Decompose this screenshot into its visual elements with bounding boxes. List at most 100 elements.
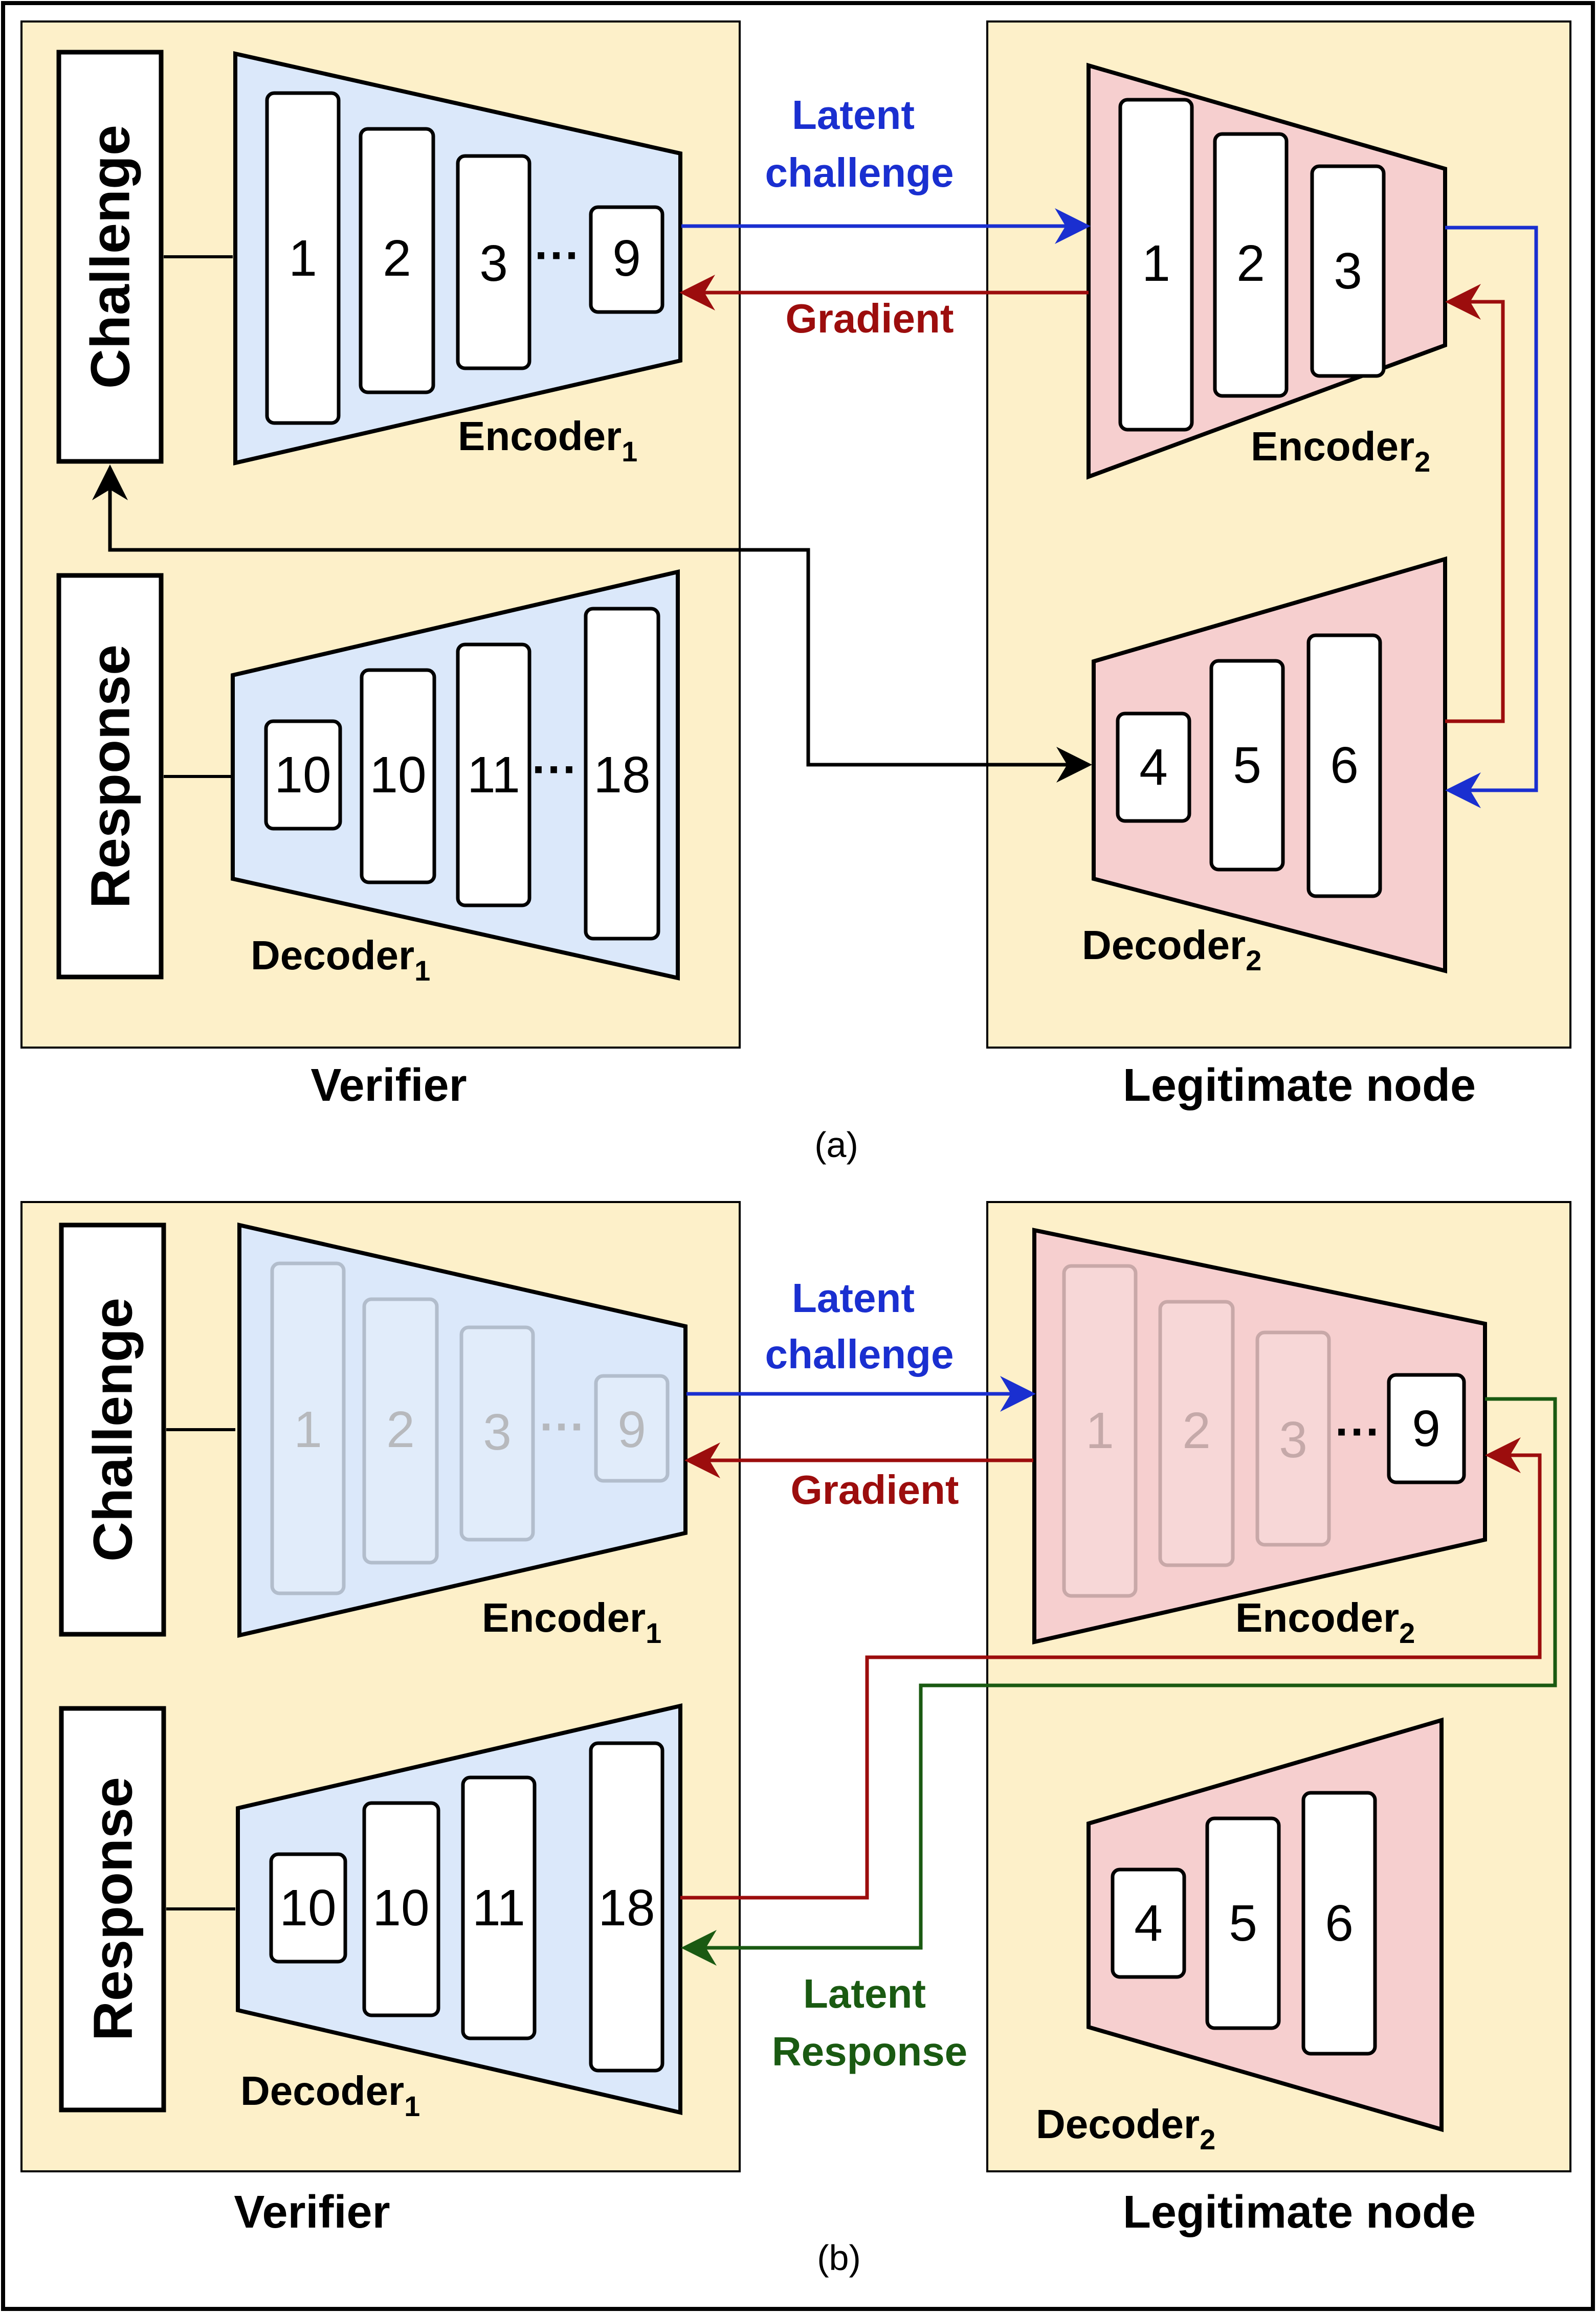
enc1-layer-2-b — [362, 1297, 439, 1565]
dec2-layer-3-b — [1301, 1791, 1377, 2056]
response-label-b: Response — [82, 1777, 144, 2041]
enc1-layer-3-label-a: 3 — [479, 235, 508, 292]
dec2-to-enc2-gradient-a — [1445, 284, 1505, 723]
dec1-layer-4-label-a: 18 — [593, 746, 650, 804]
enc2-layer-2-b — [1158, 1300, 1235, 1567]
challenge-box-b — [59, 1222, 166, 1637]
gradient-label-a: Gradient — [786, 296, 954, 341]
enc2-layer-1-label-b: 1 — [1085, 1402, 1114, 1459]
gradient-label-b: Gradient — [791, 1467, 959, 1513]
enc2-layer-3-b — [1255, 1330, 1331, 1547]
enc1-layer-9-label-b: 9 — [617, 1401, 646, 1458]
enc1-layer-1-a — [265, 91, 341, 425]
dec1-to-enc2-gradient-b — [680, 1437, 1542, 1900]
encoder1-shape-b — [237, 1222, 688, 1638]
encoder2-label-a: Encoder2 — [1251, 424, 1430, 478]
enc1-faded-layers-b — [270, 1261, 670, 1595]
enc1-ellipsis-a: ··· — [535, 230, 581, 281]
dec1-layer-2-b — [362, 1801, 440, 2017]
dec2-layer-2-a — [1209, 659, 1285, 872]
latent-response-label-2-b: Response — [772, 2029, 967, 2074]
caption-b: (b) — [817, 2238, 861, 2278]
enc1-layer-1-label-a: 1 — [289, 230, 317, 287]
decoder1-label-b: Decoder1 — [240, 2068, 420, 2122]
enc2-layer-2-label-b: 2 — [1182, 1402, 1211, 1459]
response-box-b — [59, 1706, 166, 2113]
panel-a: Challenge Response 1 2 3 ··· 9 Encoder1 … — [20, 20, 1571, 1165]
enc2-layer-9-b — [1387, 1373, 1466, 1484]
enc1-layer-3-a — [456, 154, 531, 370]
enc2-layer-9-label-b: 9 — [1412, 1400, 1440, 1457]
decoder2-label-b: Decoder2 — [1036, 2101, 1215, 2155]
dec1-layer-4-b — [589, 1741, 664, 2073]
dec1-layer-4-label-b: 18 — [598, 1879, 655, 1937]
dec1-layer-4-a — [584, 607, 660, 941]
encoder2-label-b: Encoder2 — [1235, 1595, 1415, 1649]
enc2-to-dec2-arrow-a — [1445, 226, 1538, 808]
dec2-layer-3-label-a: 6 — [1330, 737, 1359, 794]
dec1-ellipsis-a: ··· — [532, 744, 578, 795]
challenge-to-dec2-arrow-a — [92, 464, 1089, 767]
dec2-layer-2-b — [1205, 1816, 1281, 2030]
latent-label-a: Latent — [792, 92, 915, 138]
encoder1-label-b: Encoder1 — [482, 1595, 661, 1649]
dec1-layer-2-label-b: 10 — [372, 1879, 429, 1937]
enc1-layer-1-label-b: 1 — [294, 1401, 322, 1458]
enc2-layer-1-a — [1118, 98, 1194, 432]
latent-label-b: Latent — [792, 1275, 915, 1321]
enc1-layer-3-b — [459, 1325, 535, 1542]
dec2-layer-3-a — [1306, 633, 1382, 898]
enc1-ellipsis-b: ··· — [540, 1402, 586, 1453]
decoder1-shape-a — [231, 569, 680, 981]
verifier-title-b: Verifier — [234, 2187, 390, 2238]
decoder2-label-a: Decoder2 — [1082, 922, 1261, 976]
dec1-layer-3-b — [461, 1775, 537, 2040]
dec1-layer-2-a — [360, 668, 436, 884]
enc1-layer-2-label-a: 2 — [383, 230, 411, 287]
dec1-layer-1-a — [264, 719, 342, 831]
verifier-title-a: Verifier — [311, 1060, 467, 1111]
dec2-layer-1-b — [1111, 1868, 1186, 1979]
enc1-faded-labels-b: 1 2 3 ··· 9 — [294, 1401, 646, 1461]
dec2-layer-2-label-b: 5 — [1229, 1895, 1257, 1952]
enc1-layer-1-b — [270, 1261, 346, 1595]
dec2-layer-1-label-b: 4 — [1134, 1895, 1163, 1952]
challenge-label-b: Challenge — [82, 1298, 144, 1562]
dec2-layer-3-label-b: 6 — [1325, 1895, 1354, 1952]
dec1-layer-3-a — [456, 642, 531, 907]
enc2-layer-2-a — [1213, 132, 1289, 398]
enc2-faded-labels-b: 1 2 3 — [1085, 1402, 1307, 1469]
dec1-layer-3-label-a: 11 — [467, 746, 520, 804]
enc2-layer-3-label-b: 3 — [1279, 1411, 1307, 1469]
enc1-layer-9-a — [589, 205, 664, 314]
enc2-layer-1-b — [1062, 1264, 1138, 1598]
enc1-layer-2-label-b: 2 — [386, 1401, 415, 1458]
dec2-layer-2-label-a: 5 — [1233, 737, 1261, 794]
node-title-a: Legitimate node — [1123, 1060, 1476, 1111]
decoder1-label-a: Decoder1 — [251, 932, 430, 987]
enc2-layer-1-label-a: 1 — [1142, 235, 1170, 292]
challenge-box-a — [56, 50, 164, 464]
latent-response-arrow-b — [681, 1397, 1557, 1966]
caption-a: (a) — [814, 1125, 858, 1165]
challenge-arrow-label-b: challenge — [765, 1331, 954, 1377]
dec1-layer-2-label-a: 10 — [369, 746, 426, 804]
enc1-layer-9-b — [594, 1374, 670, 1483]
dec2-layer-1-a — [1116, 712, 1191, 823]
response-box-a — [56, 573, 164, 980]
enc2-layer-2-label-a: 2 — [1236, 235, 1265, 292]
dec2-layer-1-label-a: 4 — [1139, 739, 1168, 796]
response-label-a: Response — [79, 644, 141, 908]
encoder1-label-a: Encoder1 — [458, 413, 637, 468]
enc1-layer-9-label-a: 9 — [612, 230, 641, 287]
node-title-b: Legitimate node — [1123, 2187, 1476, 2238]
dec1-layer-1-label-a: 10 — [274, 746, 331, 804]
enc1-layer-3-label-b: 3 — [483, 1404, 512, 1461]
latent-response-label-1-b: Latent — [803, 1971, 926, 2016]
dec1-layer-3-label-b: 11 — [472, 1879, 525, 1937]
enc2-layer-3-label-a: 3 — [1334, 242, 1362, 300]
dec1-layer-1-label-b: 10 — [279, 1879, 336, 1937]
enc2-layer-3-a — [1310, 164, 1386, 378]
enc2-ellipsis-b: ··· — [1335, 1407, 1381, 1458]
